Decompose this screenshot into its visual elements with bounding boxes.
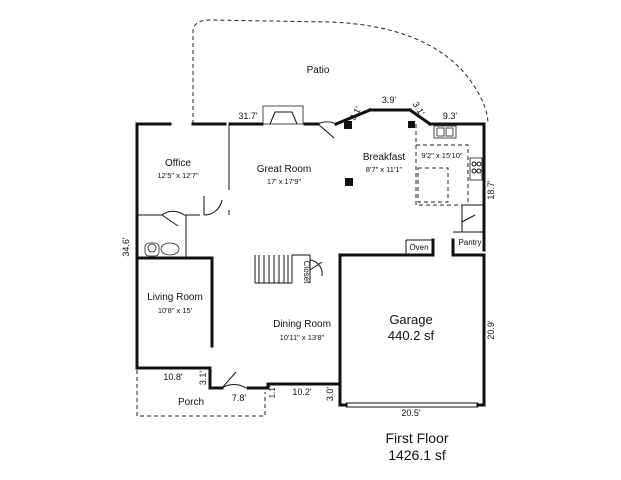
exterior-walls (135, 107, 486, 407)
office-dims: 12'5" x 12'7" (157, 171, 198, 180)
garage-label: Garage (389, 312, 432, 327)
measure-top-31-7: 31.7' (238, 111, 258, 121)
ceiling-fixture-2 (345, 178, 353, 186)
ceiling-fixture-1 (344, 121, 352, 129)
measure-top-9-3: 9.3' (443, 111, 458, 121)
closet-label: Closet (302, 261, 311, 284)
measure-bottom-3-0: 3.0' (325, 387, 335, 402)
measure-bottom-1-1: 1.1' (268, 385, 277, 398)
garage-area: 440.2 sf (388, 328, 435, 343)
kitchen-dims: 9'2" x 15'10" (421, 151, 462, 160)
breakfast-label: Breakfast (363, 152, 405, 163)
great-room-label: Great Room (257, 164, 311, 175)
dining-room-dims: 10'11" x 13'8" (280, 333, 325, 342)
measure-top-3-9: 3.9' (382, 95, 397, 105)
porch-label: Porch (178, 397, 204, 408)
patio-outline (192, 19, 489, 125)
door-swings (161, 121, 476, 389)
floor-title: First Floor (386, 430, 449, 446)
dining-room-label: Dining Room (273, 319, 331, 330)
measure-top-3-1-right: 3.1' (411, 100, 427, 118)
living-room-label: Living Room (147, 292, 203, 303)
measure-bottom-10-2: 10.2' (292, 387, 312, 397)
measure-left-34-6: 34.6' (121, 237, 131, 257)
measure-porch-10-8: 10.8' (163, 372, 183, 382)
measure-top-3-1-left: 3.1' (348, 105, 364, 123)
fireplace (262, 105, 304, 125)
oven-label: Oven (409, 243, 428, 252)
measure-garage-20-5: 20.5' (401, 408, 421, 418)
kitchen-fixtures (415, 124, 483, 206)
interior-walls (135, 124, 484, 348)
living-room-dims: 10'8" x 15' (158, 306, 193, 315)
ceiling-fixture-3 (408, 121, 415, 128)
staircase (258, 255, 289, 283)
great-room-dims: 17' x 17'9" (267, 177, 302, 186)
measure-right-18-7: 18.7' (486, 180, 496, 200)
measure-right-20-9: 20.9' (486, 320, 496, 340)
patio-label: Patio (307, 65, 330, 76)
breakfast-dims: 8'7" x 11'1" (366, 165, 403, 174)
porch-outline (136, 370, 266, 417)
powder-room-fixtures (144, 242, 180, 257)
measure-porch-3-1: 3.1' (198, 371, 208, 386)
pantry-label: Pantry (458, 238, 481, 247)
office-label: Office (165, 158, 191, 169)
floor-area: 1426.1 sf (388, 447, 446, 463)
measure-porch-7-8: 7.8' (232, 393, 247, 403)
